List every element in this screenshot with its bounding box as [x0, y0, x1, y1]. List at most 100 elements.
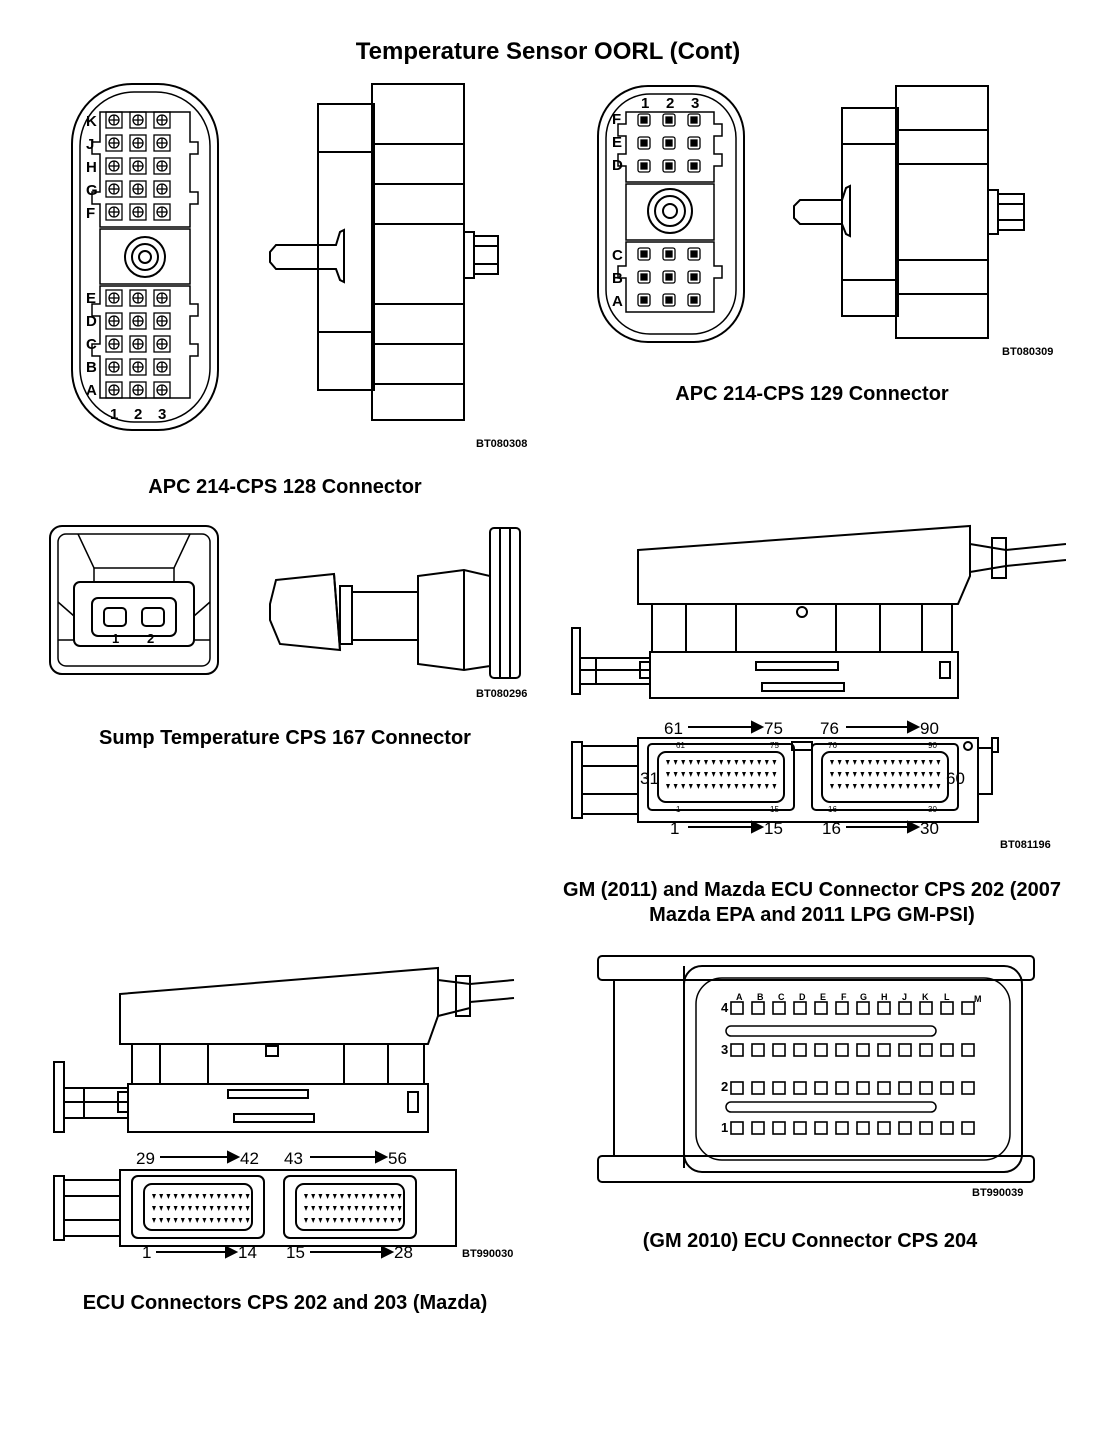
terminal-cavity	[856, 1001, 870, 1015]
terminal-pin	[202, 1218, 207, 1223]
terminal-pin	[180, 1218, 185, 1223]
terminal-cavity	[793, 1043, 807, 1057]
terminal-pin	[361, 1206, 366, 1211]
figure-code: BT080296	[476, 688, 528, 700]
terminal-cavity	[105, 134, 123, 152]
terminal-pin	[383, 1218, 388, 1223]
terminal-pin	[188, 1194, 192, 1199]
terminal-pin	[845, 772, 850, 777]
terminal-cavity	[153, 289, 171, 307]
terminal-pin	[666, 760, 670, 765]
cps202-203-mazda-connector-diagram: 29 42 43 56 1 14 15 28	[53, 966, 515, 1262]
terminal-cavity	[814, 1043, 828, 1057]
row-label: 2	[721, 1079, 728, 1094]
terminal-pin	[238, 1206, 243, 1211]
terminal-cavity	[129, 335, 147, 353]
column-label: 3	[691, 95, 699, 112]
terminal-pin	[772, 760, 777, 765]
terminal-cavity	[153, 203, 171, 221]
terminal-pin	[860, 784, 865, 789]
terminal-cavity	[835, 1043, 849, 1057]
terminal-cavity	[772, 1001, 786, 1015]
row-label: A	[86, 382, 97, 399]
column-label: L	[944, 992, 950, 1002]
figure-code: BT990039	[972, 1187, 1024, 1199]
figure-caption: GM (2011) and Mazda ECU Connector CPS 20…	[540, 878, 1084, 928]
terminal-pin	[757, 784, 762, 789]
terminal-cavity	[687, 247, 701, 261]
terminal-cavity	[793, 1081, 807, 1095]
terminal-cavity	[637, 113, 651, 127]
cps167-connector-diagram: 1 2	[49, 525, 521, 679]
terminal-pin	[830, 760, 834, 765]
terminal-pin	[690, 162, 698, 170]
terminal-pin	[688, 760, 693, 765]
terminal-cavity	[637, 159, 651, 173]
terminal-pin	[159, 1218, 164, 1223]
terminal-cavity	[835, 1081, 849, 1095]
terminal-pin	[245, 1206, 250, 1211]
terminal-pin	[883, 760, 888, 765]
terminal-pin	[361, 1194, 366, 1199]
terminal-cavity	[961, 1081, 975, 1095]
terminal-pin	[202, 1194, 207, 1199]
terminal-pin	[772, 772, 777, 777]
terminal-cavity	[105, 358, 123, 376]
terminal-pin	[688, 772, 693, 777]
terminal-pin	[837, 784, 842, 789]
terminal-pin	[173, 1218, 178, 1223]
terminal-pin	[696, 760, 701, 765]
terminal-pin	[354, 1194, 359, 1199]
cps204-column-labels: A B C D E F G H J K L M	[736, 992, 982, 1004]
column-label: D	[799, 992, 806, 1002]
terminal-cavity	[940, 1121, 954, 1135]
terminal-pin	[852, 784, 857, 789]
cps129-column-labels: 1 2 3	[641, 95, 699, 112]
terminal-pin	[311, 1194, 316, 1199]
column-label: H	[881, 992, 888, 1002]
column-label: C	[778, 992, 785, 1002]
range-end-label: 28	[394, 1243, 413, 1262]
terminal-pin	[936, 784, 941, 789]
terminal-cavity	[687, 113, 701, 127]
terminal-cavity	[153, 358, 171, 376]
terminal-pin	[742, 784, 746, 789]
terminal-pin	[711, 760, 716, 765]
terminal-pin	[742, 772, 746, 777]
terminal-cavity	[129, 203, 147, 221]
terminal-pin	[173, 1206, 178, 1211]
column-label: B	[757, 992, 764, 1002]
row-label: B	[612, 270, 623, 287]
terminal-cavity	[105, 157, 123, 175]
terminal-cavity	[751, 1043, 765, 1057]
figure-code: BT080309	[1002, 346, 1054, 358]
small-pin-label: 76	[828, 741, 837, 750]
terminal-cavity	[835, 1001, 849, 1015]
range-start-label: 1	[142, 1243, 151, 1262]
terminal-cavity	[898, 1001, 912, 1015]
range-start-label: 15	[286, 1243, 305, 1262]
row-label: A	[612, 293, 623, 310]
terminal-cavity	[814, 1121, 828, 1135]
terminal-pin	[231, 1206, 236, 1211]
row-label: 3	[721, 1042, 728, 1057]
terminal-cavity	[105, 111, 123, 129]
terminal-cavity	[919, 1121, 933, 1135]
terminal-pin	[764, 772, 769, 777]
row-label: G	[86, 182, 98, 199]
column-label: 1	[641, 95, 649, 112]
row-label: C	[612, 247, 623, 264]
terminal-pin	[734, 760, 739, 765]
terminal-cavity	[961, 1043, 975, 1057]
terminal-cavity	[153, 111, 171, 129]
terminal-cavity	[814, 1001, 828, 1015]
terminal-cavity	[940, 1001, 954, 1015]
terminal-pin	[837, 760, 842, 765]
row-label: D	[612, 157, 623, 174]
terminal-pin	[845, 784, 850, 789]
pin-label: 2	[147, 631, 154, 646]
terminal-pin	[368, 1206, 373, 1211]
terminal-cavity	[772, 1121, 786, 1135]
terminal-pin	[711, 772, 716, 777]
terminal-pin	[245, 1218, 250, 1223]
